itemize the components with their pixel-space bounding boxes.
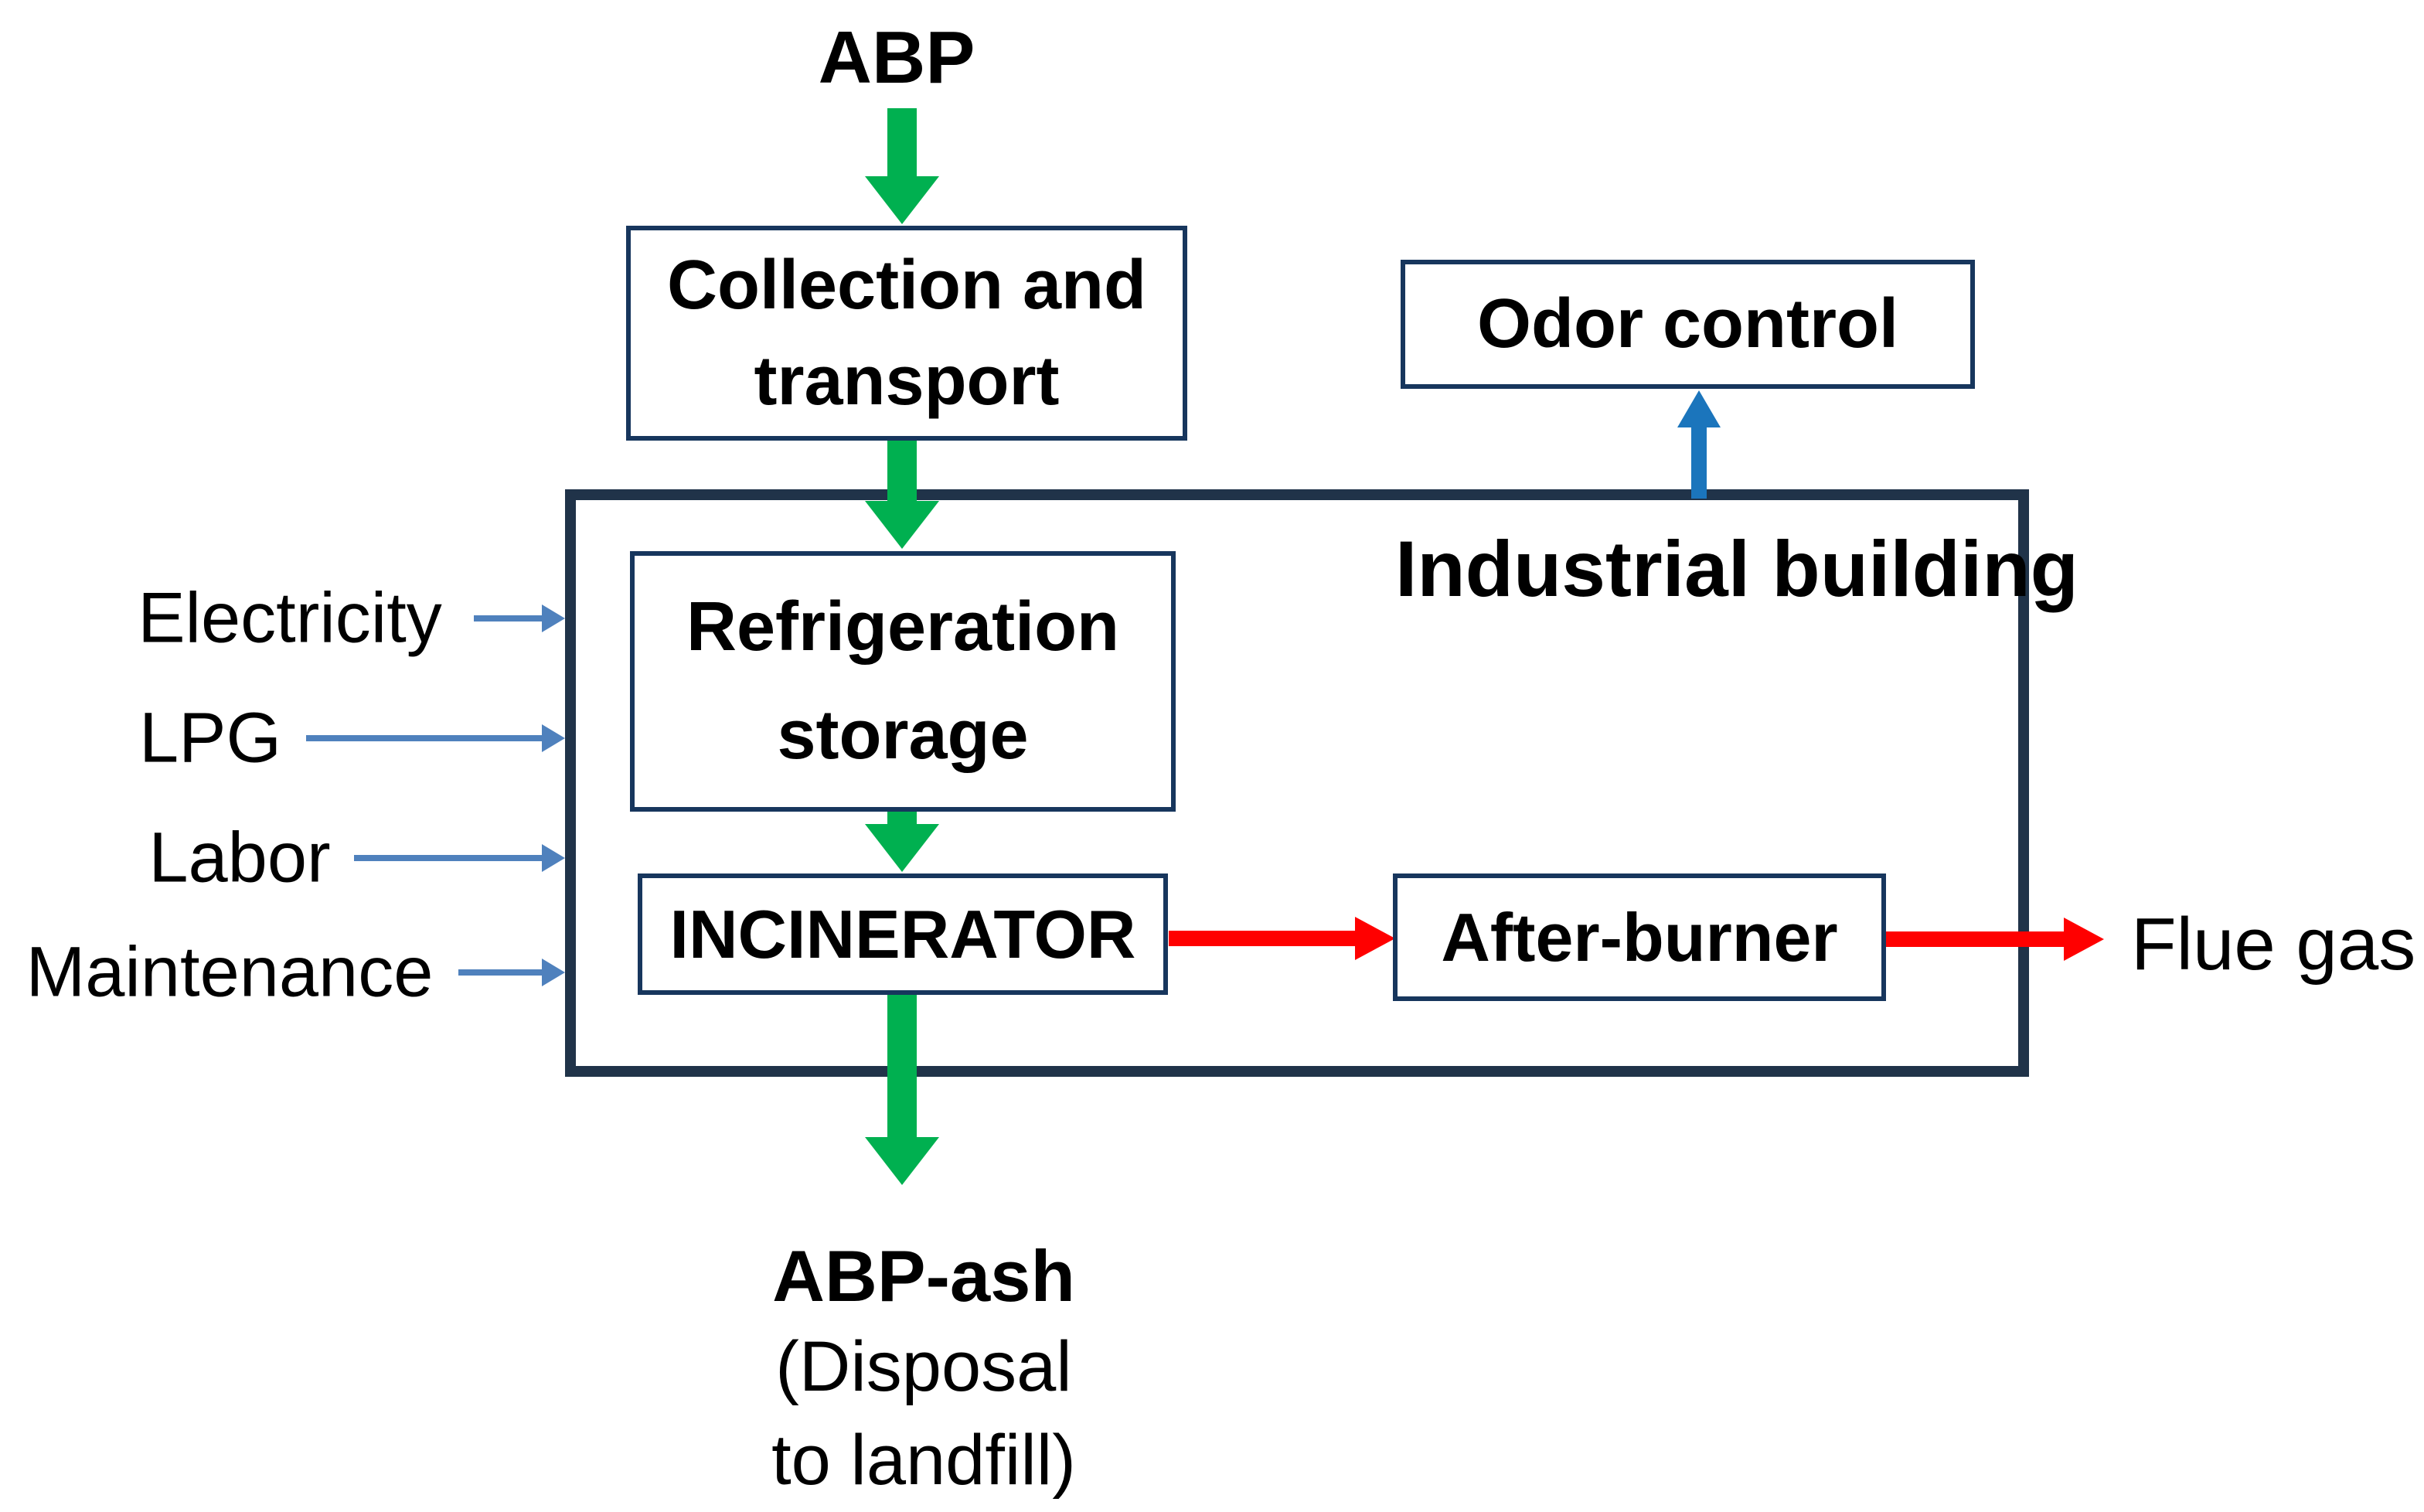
afterburner-box: After-burner: [1393, 873, 1886, 1001]
input-label-lpg: LPG: [138, 698, 282, 778]
incinerator-box: INCINERATOR: [638, 873, 1168, 995]
odor-control-box: Odor control: [1401, 260, 1975, 389]
arrow-afterburner-to-flue-gas-icon: [1886, 918, 2104, 961]
abp-label: ABP: [818, 16, 975, 99]
arrow-maintenance-input-icon: [458, 959, 565, 986]
arrow-electricity-input-icon: [474, 604, 565, 632]
input-label-maintenance: Maintenance: [26, 932, 434, 1012]
input-label-electricity: Electricity: [138, 578, 442, 658]
industrial-building-label: Industrial building: [1395, 525, 2078, 613]
abp-ash-output-block: ABP-ash (Disposal to landfill): [771, 1233, 1076, 1508]
arrow-lpg-input-icon: [306, 724, 565, 752]
odor-control-label: Odor control: [1477, 285, 1898, 363]
arrow-abp-to-collection-icon: [865, 108, 939, 224]
refrigeration-storage-box: Refrigeration storage: [630, 551, 1176, 812]
refrigeration-storage-label: Refrigeration storage: [686, 588, 1120, 774]
arrow-incinerator-to-afterburner-icon: [1169, 917, 1395, 960]
collection-transport-box: Collection and transport: [626, 226, 1187, 441]
arrow-building-to-odor-control-icon: [1677, 390, 1721, 499]
disposal-line-2: to landfill): [771, 1421, 1076, 1500]
arrow-collection-to-refrigeration-icon: [865, 441, 939, 549]
industrial-building-container: [565, 489, 2029, 1077]
flue-gas-label: Flue gas: [2131, 903, 2416, 986]
arrow-refrigeration-to-incinerator-icon: [865, 812, 939, 872]
afterburner-label: After-burner: [1441, 898, 1838, 976]
incinerator-label: INCINERATOR: [669, 895, 1136, 972]
disposal-line-1: (Disposal: [775, 1326, 1072, 1406]
collection-transport-label: Collection and transport: [666, 246, 1147, 420]
arrow-labor-input-icon: [354, 844, 565, 872]
abp-ash-label: ABP-ash: [772, 1235, 1075, 1316]
arrow-incinerator-to-abp-ash-icon: [865, 995, 939, 1185]
input-label-labor: Labor: [148, 818, 331, 897]
